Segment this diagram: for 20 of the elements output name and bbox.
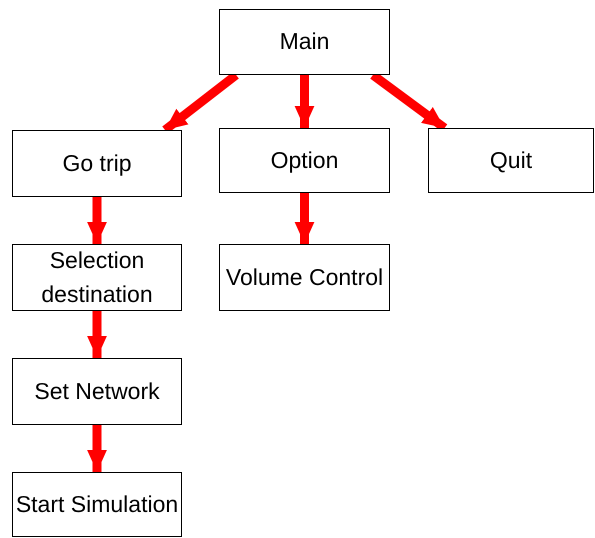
menu-box <box>12 358 182 425</box>
box-label: Set Network <box>34 376 160 406</box>
box-label: Quit <box>490 146 532 175</box>
arrow <box>87 425 107 472</box>
menu-box <box>219 9 390 75</box>
box-label: Option <box>270 146 338 175</box>
menu-box <box>12 130 182 197</box>
menu-box <box>12 472 182 537</box>
box-label: Selection destination <box>40 246 154 308</box>
box-label: Go trip <box>62 148 132 178</box>
menu-box <box>219 128 390 193</box>
menu-box <box>12 244 182 311</box>
menu-box <box>428 128 594 193</box>
box-label: Volume Control <box>226 262 384 292</box>
box-label: Start Simulation <box>16 490 178 519</box>
arrow <box>294 75 314 128</box>
arrow <box>87 311 107 358</box>
arrow <box>87 197 107 244</box>
box-label: Main <box>280 27 330 56</box>
menu-box <box>219 244 390 311</box>
